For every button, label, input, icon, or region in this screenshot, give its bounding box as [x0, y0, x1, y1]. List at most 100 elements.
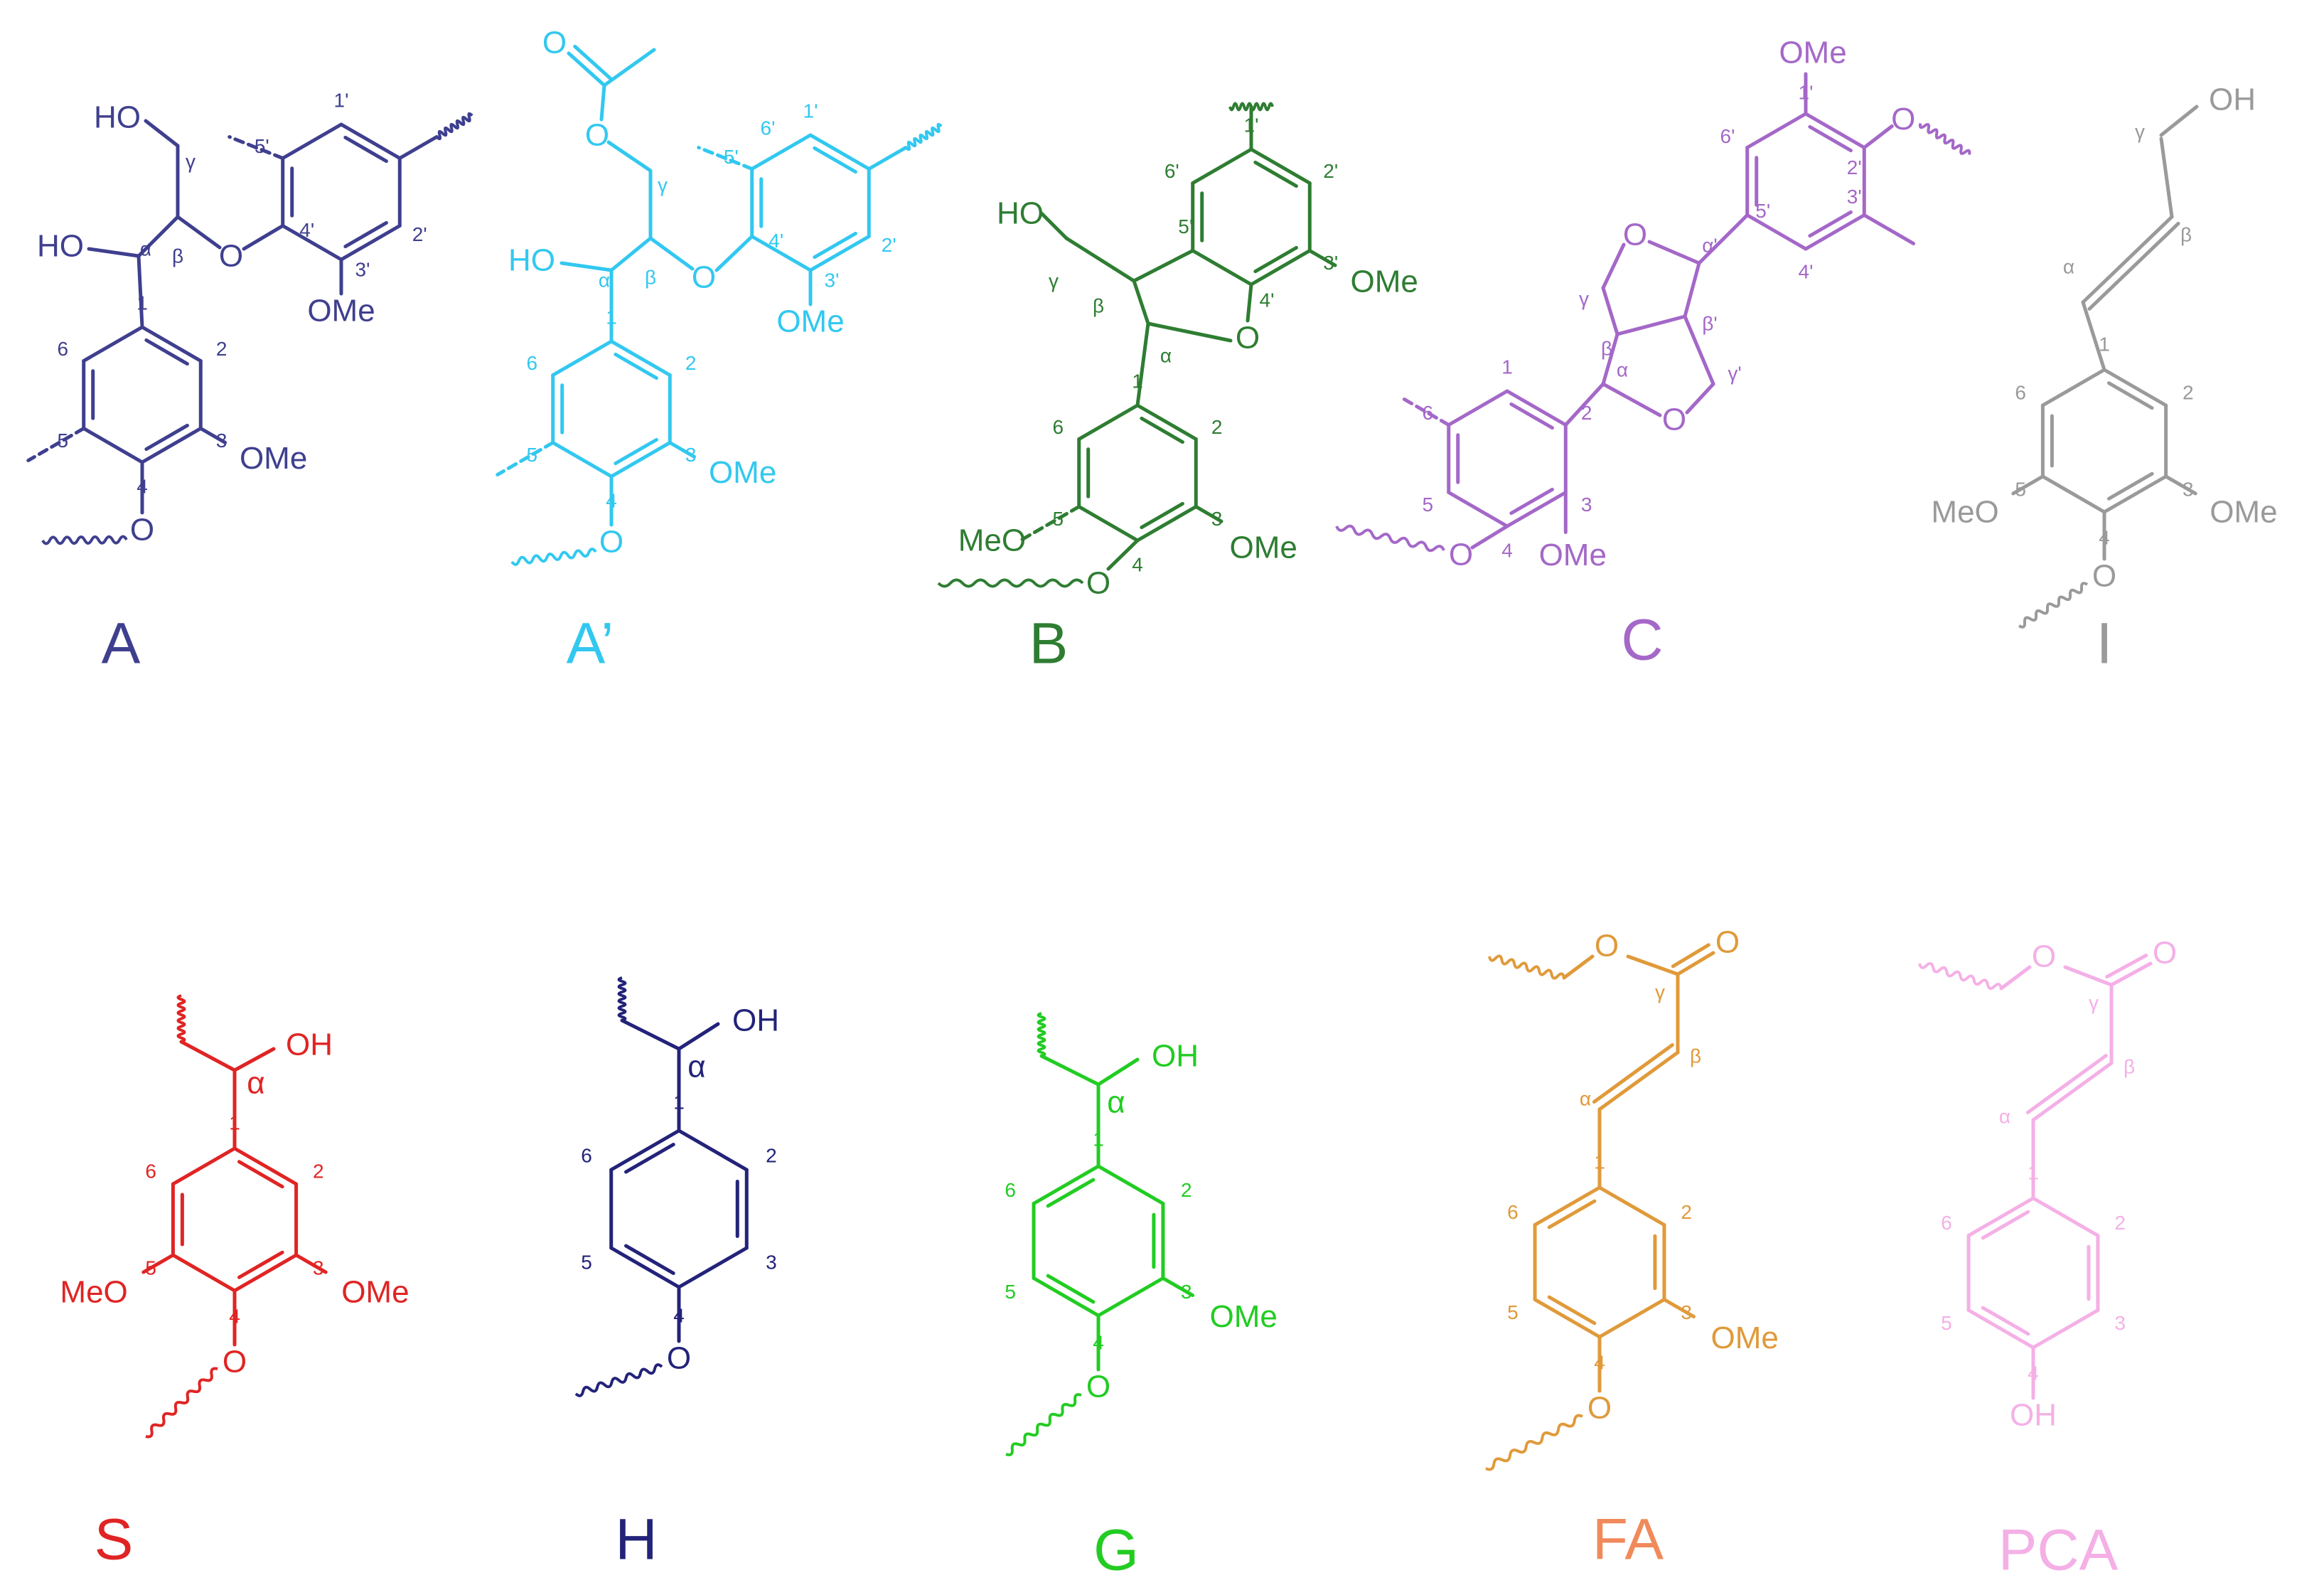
bond — [1966, 1196, 2035, 1237]
hydroxyl-label: HO — [997, 196, 1044, 231]
oxygen-label: O — [130, 513, 154, 548]
oxygen-label: O — [2092, 559, 2116, 594]
bond — [397, 135, 439, 160]
position-label: 3 — [2114, 1312, 2126, 1334]
bond — [648, 236, 695, 271]
bond — [609, 1129, 681, 1172]
hydroxyl-label: HO — [37, 229, 84, 264]
wavy-bond — [904, 122, 943, 151]
greek-label: γ — [658, 174, 668, 196]
position-label: 2' — [1323, 160, 1338, 182]
position-label: 3' — [1847, 186, 1862, 208]
position-label: 2' — [412, 223, 427, 245]
oxygen-label: O — [1086, 566, 1110, 601]
bond — [2081, 215, 2174, 304]
bond — [1505, 491, 1568, 528]
position-label: 4 — [1501, 540, 1513, 562]
position-label: 5 — [1005, 1281, 1016, 1303]
position-label: 6 — [2015, 382, 2026, 404]
methoxy-label: OMe — [341, 1275, 409, 1310]
position-label: 6 — [1941, 1212, 1952, 1234]
bond — [1191, 249, 1253, 287]
wavy-bond — [1918, 123, 1971, 155]
bond — [1808, 124, 1853, 153]
bond — [677, 1129, 749, 1172]
position-label: 3 — [766, 1252, 777, 1274]
bond — [2159, 137, 2174, 219]
greek-label: γ — [186, 151, 196, 173]
bond — [808, 235, 871, 272]
bond — [1253, 160, 1298, 188]
bond — [1671, 943, 1710, 969]
wavy-bond — [145, 1367, 218, 1439]
greek-label: α — [1160, 345, 1172, 367]
bond — [2081, 300, 2106, 372]
position-label: 6' — [1720, 125, 1735, 147]
oxygen-label: O — [2153, 936, 2177, 971]
bond — [1592, 1042, 1674, 1104]
hydroxyl-label: OH — [2010, 1398, 2057, 1433]
bond — [136, 254, 144, 329]
wavy-bond — [2018, 582, 2089, 629]
position-label: 4' — [769, 230, 783, 252]
bond — [237, 1160, 284, 1189]
bond — [1562, 954, 1595, 980]
bond — [140, 325, 203, 363]
position-label: 2' — [1847, 156, 1862, 178]
position-label: 5 — [1507, 1301, 1519, 1323]
bond — [602, 48, 656, 87]
hydroxyl-label: HO — [94, 100, 141, 135]
bond — [232, 1146, 299, 1186]
bond — [1032, 1276, 1101, 1318]
bond — [343, 135, 388, 164]
position-label: 5 — [581, 1252, 592, 1274]
greek-label: α — [247, 1066, 264, 1101]
bond — [2109, 961, 2153, 987]
bond — [1096, 1164, 1165, 1205]
bond — [2106, 381, 2154, 410]
label-c: C — [1621, 608, 1663, 673]
position-label: 5' — [1755, 200, 1770, 222]
bond — [1135, 321, 1150, 407]
wavy-bond — [1918, 961, 2003, 991]
bond — [1626, 954, 1680, 976]
bond — [1808, 210, 1853, 238]
greek-label: α — [687, 1050, 705, 1084]
methoxy-label: OMe — [2210, 495, 2277, 530]
bond — [1505, 389, 1568, 427]
bond — [1601, 332, 1619, 386]
oxygen-label: O — [1595, 929, 1619, 964]
bond — [1039, 1054, 1101, 1087]
label-i: I — [2097, 612, 2113, 676]
bond — [1046, 1274, 1096, 1304]
bond — [559, 261, 614, 272]
greek-label: γ' — [1728, 363, 1741, 385]
greek-label: β — [1601, 338, 1612, 360]
bond — [26, 427, 86, 462]
bond — [1547, 1199, 1597, 1229]
label-g: G — [1093, 1518, 1139, 1583]
greek-label: β — [1690, 1045, 1701, 1067]
bond — [2040, 474, 2106, 514]
wavy-bond — [1037, 1012, 1046, 1057]
position-label: 2 — [766, 1145, 777, 1167]
bond — [227, 135, 285, 160]
methoxy-label: OMe — [1711, 1321, 1779, 1355]
label-b: B — [1029, 612, 1069, 676]
bond — [2063, 965, 2114, 987]
greek-label: β — [1093, 295, 1104, 317]
bond — [171, 1146, 237, 1186]
wavy-bond — [1485, 1414, 1583, 1471]
bond — [1509, 487, 1554, 516]
bond — [551, 339, 614, 377]
greek-label: γ — [2089, 992, 2099, 1014]
position-label: 6 — [57, 338, 68, 360]
bond — [232, 1253, 299, 1293]
position-label: 6 — [526, 352, 537, 374]
oxygen-label: O — [1587, 1391, 1612, 1426]
position-label: 2 — [313, 1161, 324, 1183]
greek-label: β' — [1702, 313, 1717, 335]
